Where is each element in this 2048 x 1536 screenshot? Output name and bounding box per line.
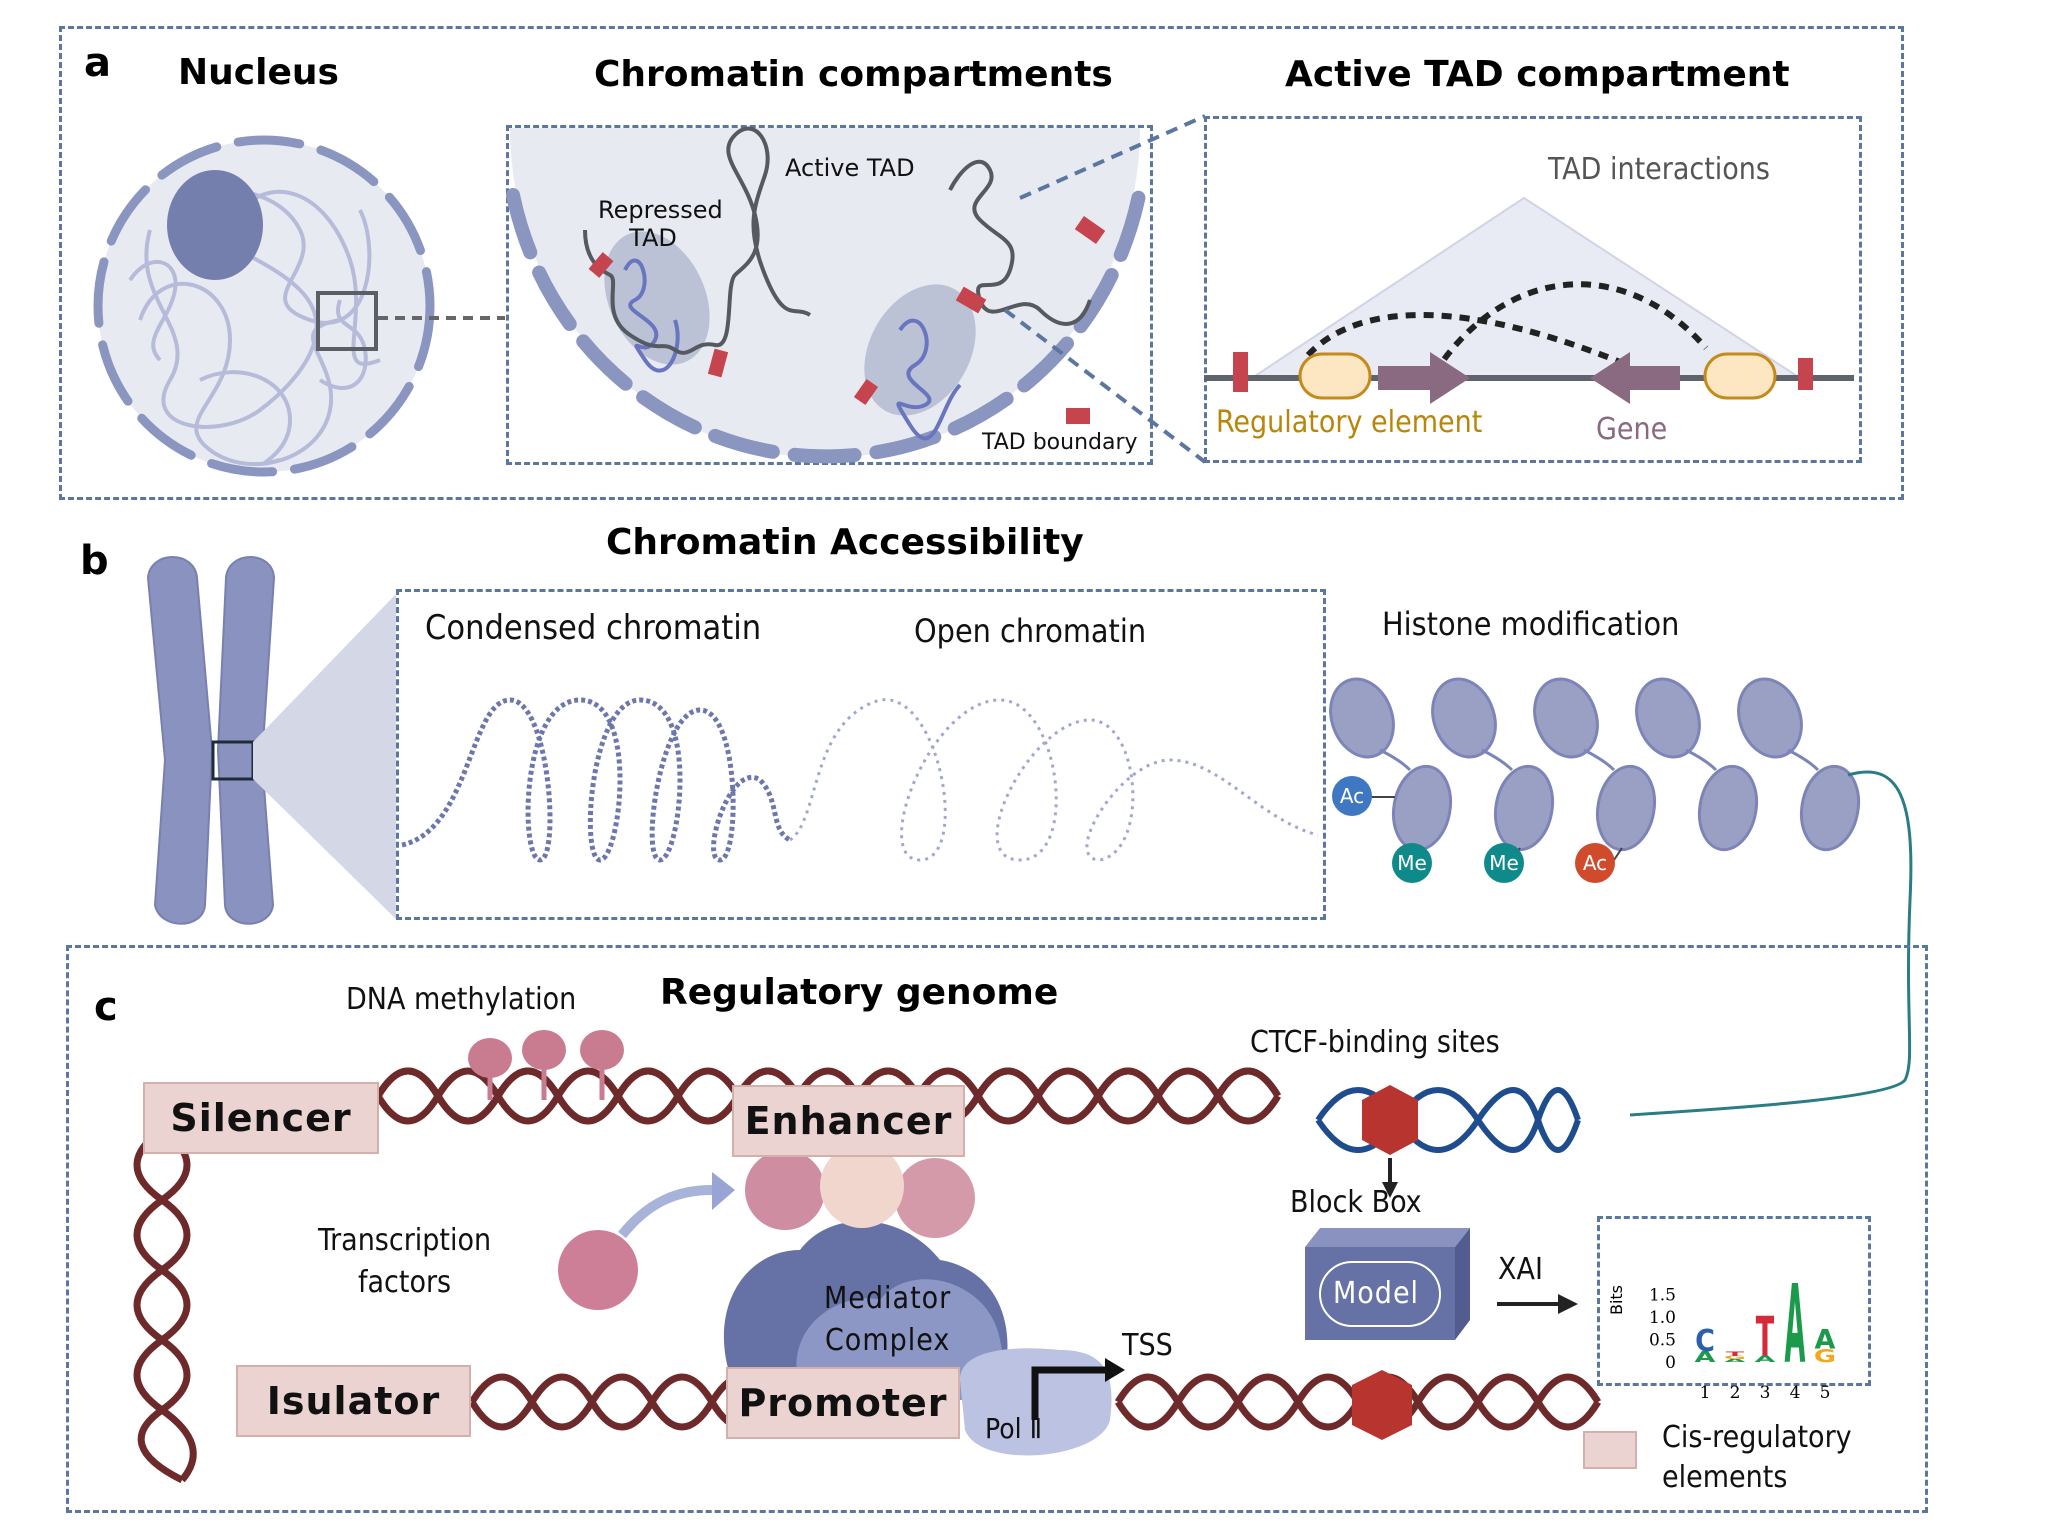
logo-ytick: 1.0 bbox=[1649, 1308, 1676, 1328]
logo-letter-C: C bbox=[1695, 1323, 1715, 1358]
chromatin-accessibility-frame bbox=[396, 589, 1326, 920]
interaction-arc bbox=[1431, 281, 1709, 376]
active-tad-label: Active TAD bbox=[785, 154, 915, 182]
tad-boundaries bbox=[588, 215, 1106, 406]
logo-letter-G: G bbox=[1814, 1346, 1836, 1366]
logo-xtick: 2 bbox=[1730, 1383, 1741, 1403]
methylation-badge: Me bbox=[1392, 843, 1432, 883]
enhancer-box: Enhancer bbox=[732, 1085, 965, 1157]
ctcf-protein bbox=[1362, 1085, 1418, 1155]
chromatid-right bbox=[216, 556, 276, 925]
methylation-lollipops bbox=[468, 1030, 624, 1100]
mediator-label: Mediator Complex bbox=[824, 1281, 952, 1358]
logo-letter-A: A bbox=[1815, 1325, 1836, 1356]
active-tad-frame bbox=[1204, 116, 1862, 463]
panel-a-letter: a bbox=[84, 40, 111, 86]
insulator-box: Isulator bbox=[236, 1365, 471, 1437]
methylation-badge: Me bbox=[1484, 843, 1524, 883]
open-chromatin-label: Open chromatin bbox=[914, 612, 1147, 650]
logo-letter-A: A bbox=[1755, 1354, 1776, 1365]
panel-a-frame bbox=[59, 26, 1904, 500]
logo-letter-T: T bbox=[1756, 1306, 1774, 1369]
transcription-factor bbox=[558, 1230, 638, 1310]
nucleolus bbox=[167, 170, 263, 280]
logo-letter-T: T bbox=[1726, 1350, 1745, 1357]
condensed-chromatin-coil bbox=[401, 697, 792, 863]
tss-label: TSS bbox=[1122, 1328, 1173, 1363]
nucleus bbox=[93, 135, 505, 477]
ctcf-label: CTCF-binding sites bbox=[1250, 1025, 1500, 1060]
pol-ii-label: Pol Ⅱ bbox=[985, 1412, 1042, 1445]
acetylation-badge: Ac bbox=[1332, 776, 1372, 816]
tss-arrow bbox=[1031, 1366, 1108, 1420]
zoom-wedge bbox=[253, 594, 396, 919]
model-cube bbox=[1305, 1228, 1470, 1340]
histone-modification-label: Histone modification bbox=[1382, 605, 1680, 643]
gene-arrow bbox=[1378, 352, 1470, 404]
cre-legend-label: Cis-regulatory elements bbox=[1662, 1420, 1852, 1495]
regulatory-element bbox=[1703, 352, 1777, 400]
repressed-tad-label: Repressed TAD bbox=[598, 196, 723, 252]
tf-label: Transcription factors bbox=[318, 1223, 492, 1300]
logo-letter-G: G bbox=[1724, 1355, 1746, 1360]
chromatid-left bbox=[146, 556, 214, 925]
nucleus-title: Nucleus bbox=[178, 52, 339, 93]
nucleosomes bbox=[1329, 677, 1861, 852]
dna-methylation-label: DNA methylation bbox=[346, 982, 577, 1017]
compartments-title: Chromatin compartments bbox=[594, 54, 1113, 95]
tf-arrow bbox=[618, 1185, 713, 1239]
active-tad-title: Active TAD compartment bbox=[1285, 54, 1790, 95]
logo-xtick: 1 bbox=[1700, 1383, 1711, 1403]
xai-label: XAI bbox=[1498, 1252, 1543, 1287]
logo-letter-A: A bbox=[1785, 1262, 1806, 1388]
logo-xtick: 3 bbox=[1760, 1383, 1771, 1403]
tad-interactions-label: TAD interactions bbox=[1548, 152, 1770, 187]
model-label: Model bbox=[1333, 1276, 1420, 1311]
panel-c-letter: c bbox=[94, 984, 118, 1030]
regulatory-genome-title: Regulatory genome bbox=[660, 972, 1059, 1013]
logo-ytick: 0 bbox=[1665, 1353, 1676, 1373]
tad-boundary-legend-label: TAD boundary bbox=[982, 430, 1138, 455]
ctcf-protein bbox=[1352, 1370, 1412, 1440]
open-chromatin-coil bbox=[789, 698, 1319, 862]
gene-arrow bbox=[1590, 352, 1680, 404]
logo-ylabel: Bits bbox=[1607, 1285, 1626, 1315]
logo-xtick: 5 bbox=[1820, 1383, 1831, 1403]
condensed-chromatin-label: Condensed chromatin bbox=[425, 608, 762, 648]
zoom-box bbox=[316, 291, 378, 351]
chromatin-accessibility-title: Chromatin Accessibility bbox=[606, 522, 1084, 563]
logo-letter-A: A bbox=[1695, 1349, 1716, 1366]
gene-label: Gene bbox=[1596, 412, 1668, 447]
ctcf-dna bbox=[1315, 1087, 1581, 1153]
promoter-box: Promoter bbox=[726, 1367, 960, 1439]
regulatory-element-label: Regulatory element bbox=[1216, 405, 1483, 440]
linker-dna bbox=[1629, 770, 1913, 1117]
logo-ytick: 0.5 bbox=[1649, 1331, 1676, 1351]
tad-boundary bbox=[1798, 358, 1813, 390]
silencer-box: Silencer bbox=[143, 1082, 379, 1154]
compartments-frame bbox=[506, 125, 1153, 465]
panel-c-frame bbox=[66, 945, 1928, 1513]
tad-boundary-legend-swatch bbox=[1066, 408, 1090, 424]
regulatory-element bbox=[1298, 352, 1372, 400]
cre-legend-swatch bbox=[1583, 1431, 1637, 1469]
logo-xtick: 4 bbox=[1790, 1383, 1801, 1403]
acetylation-badge: Ac bbox=[1575, 843, 1615, 883]
dna-left bbox=[133, 1127, 197, 1484]
tad-boundary bbox=[1233, 352, 1248, 392]
blackbox-label: Block Box bbox=[1290, 1185, 1422, 1220]
panel-b-letter: b bbox=[80, 538, 109, 584]
motif-logo-frame bbox=[1597, 1216, 1871, 1386]
interaction-arc bbox=[1305, 312, 1632, 369]
logo-letter-A: A bbox=[1725, 1358, 1746, 1363]
logo-ytick: 1.5 bbox=[1649, 1286, 1676, 1306]
